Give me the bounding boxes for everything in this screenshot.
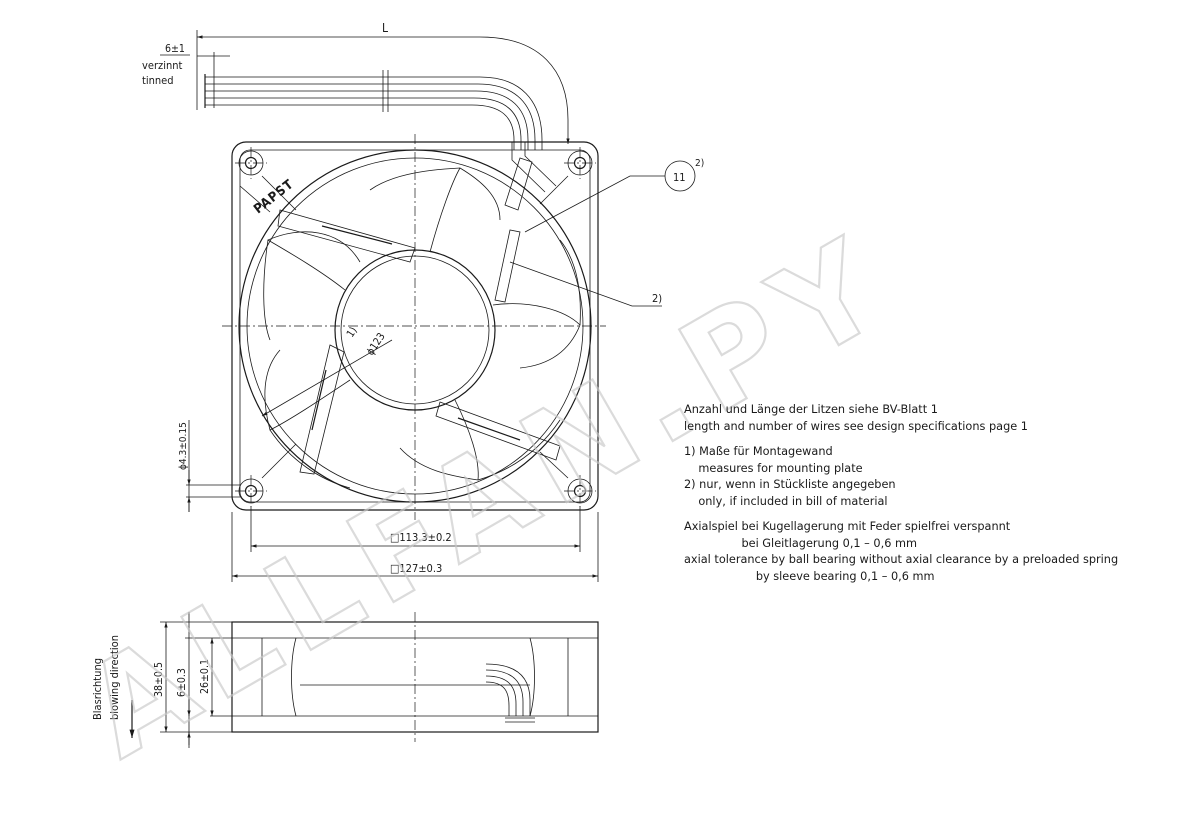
- note-wires-en: length and number of wires see design sp…: [684, 419, 1028, 433]
- cable-length-dimension: L: [196, 21, 570, 144]
- note-2-de: 2) nur, wenn in Stückliste angegeben: [684, 478, 896, 491]
- blade-diameter-dimension: 1) ϕ123: [261, 325, 393, 417]
- hole-diameter-dimension: ϕ4.3±0.15: [178, 420, 240, 512]
- depth-flange-label: 6±0.3: [176, 668, 188, 697]
- mount-spacing-dimension: □113.3±0.2: [250, 506, 581, 552]
- depth-total-label: 38±0.5: [153, 662, 165, 697]
- blade-diameter-ref: 1): [344, 325, 359, 340]
- callout-optional: 2): [509, 261, 662, 307]
- callout-item-number: 11: [673, 171, 686, 184]
- airflow-label-de: Blasrichtung: [91, 658, 104, 720]
- callout-optional-label: 2): [652, 292, 662, 305]
- note-axial-de-1: Axialspiel bei Kugellagerung mit Feder s…: [684, 520, 1011, 533]
- fan-blades: [263, 167, 581, 489]
- overall-size-dimension: □127±0.3: [231, 512, 599, 582]
- note-1-de: 1) Maße für Montagewand: [684, 445, 833, 458]
- front-view: PAPST: [222, 134, 606, 520]
- note-axial-de-2: bei Gleitlagerung 0,1 – 0,6 mm: [684, 536, 917, 550]
- depth-dimensions: 38±0.5 6±0.3 26±0.1: [153, 612, 232, 748]
- strip-note-en: tinned: [142, 74, 174, 87]
- note-axial-en-2: by sleeve bearing 0,1 – 0,6 mm: [684, 569, 935, 583]
- mount-spacing-label: □113.3±0.2: [390, 531, 452, 544]
- strip-length-label: 6±1: [165, 43, 185, 55]
- cable-length-label: L: [382, 21, 388, 35]
- callout-item: 11 2): [524, 158, 704, 233]
- note-axial-en-1: axial tolerance by ball bearing without …: [684, 553, 1119, 566]
- brand-mark: PAPST: [251, 177, 297, 217]
- cable-channel: [511, 142, 557, 193]
- note-1-en: measures for mounting plate: [684, 461, 863, 475]
- note-wires-de: Anzahl und Länge der Litzen siehe BV-Bla…: [684, 403, 938, 416]
- strip-note-de: verzinnt: [142, 59, 183, 72]
- hole-diameter-label: ϕ4.3±0.15: [178, 422, 189, 470]
- strip-length-dimension: 6±1 verzinnt tinned: [142, 43, 230, 87]
- depth-body-label: 26±0.1: [199, 659, 211, 694]
- wire-leads: [204, 70, 543, 150]
- overall-size-label: □127±0.3: [390, 562, 442, 575]
- fan-struts: [277, 157, 561, 475]
- note-2-en: only, if included in bill of material: [684, 494, 888, 508]
- airflow-label-en: blowing direction: [108, 635, 121, 720]
- notes-block: Anzahl und Länge der Litzen siehe BV-Bla…: [684, 402, 1184, 585]
- side-view: [231, 612, 599, 742]
- callout-item-note: 2): [695, 158, 704, 169]
- airflow-indicator: Blasrichtung blowing direction: [91, 635, 135, 738]
